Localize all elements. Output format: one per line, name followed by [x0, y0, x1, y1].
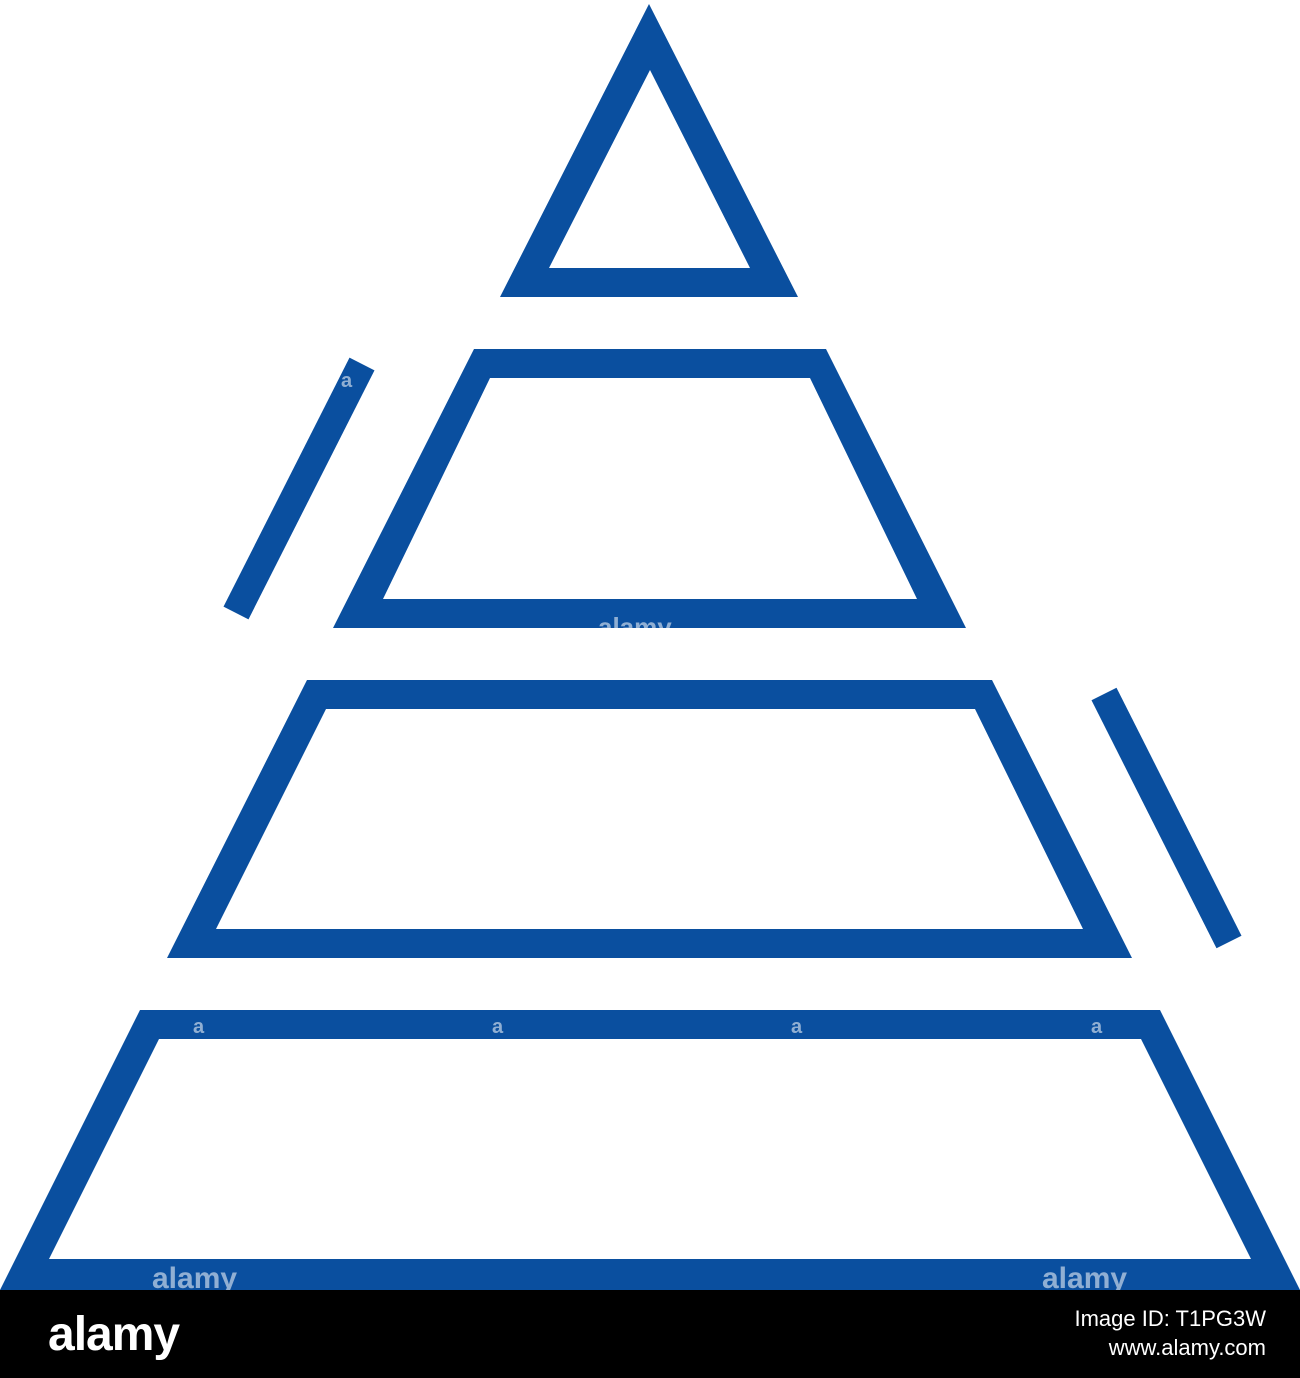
pyramid-chart-icon: [0, 4, 1300, 1290]
site-url-link[interactable]: www.alamy.com: [1108, 1335, 1266, 1360]
footer-info: Image ID: T1PG3W www.alamy.com: [1074, 1305, 1266, 1362]
pyramid-tier-3: [167, 680, 1132, 958]
left-accent-line: [223, 357, 375, 620]
right-accent-line: [1091, 687, 1242, 949]
brand-logo: alamy: [48, 1307, 180, 1361]
footer-bar: alamy Image ID: T1PG3W www.alamy.com: [0, 1290, 1300, 1378]
image-id-label: Image ID: T1PG3W: [1074, 1306, 1266, 1332]
pyramid-tier-2: [333, 349, 966, 628]
pyramid-tier-1: [500, 4, 798, 297]
pyramid-tier-4: [0, 1010, 1300, 1290]
